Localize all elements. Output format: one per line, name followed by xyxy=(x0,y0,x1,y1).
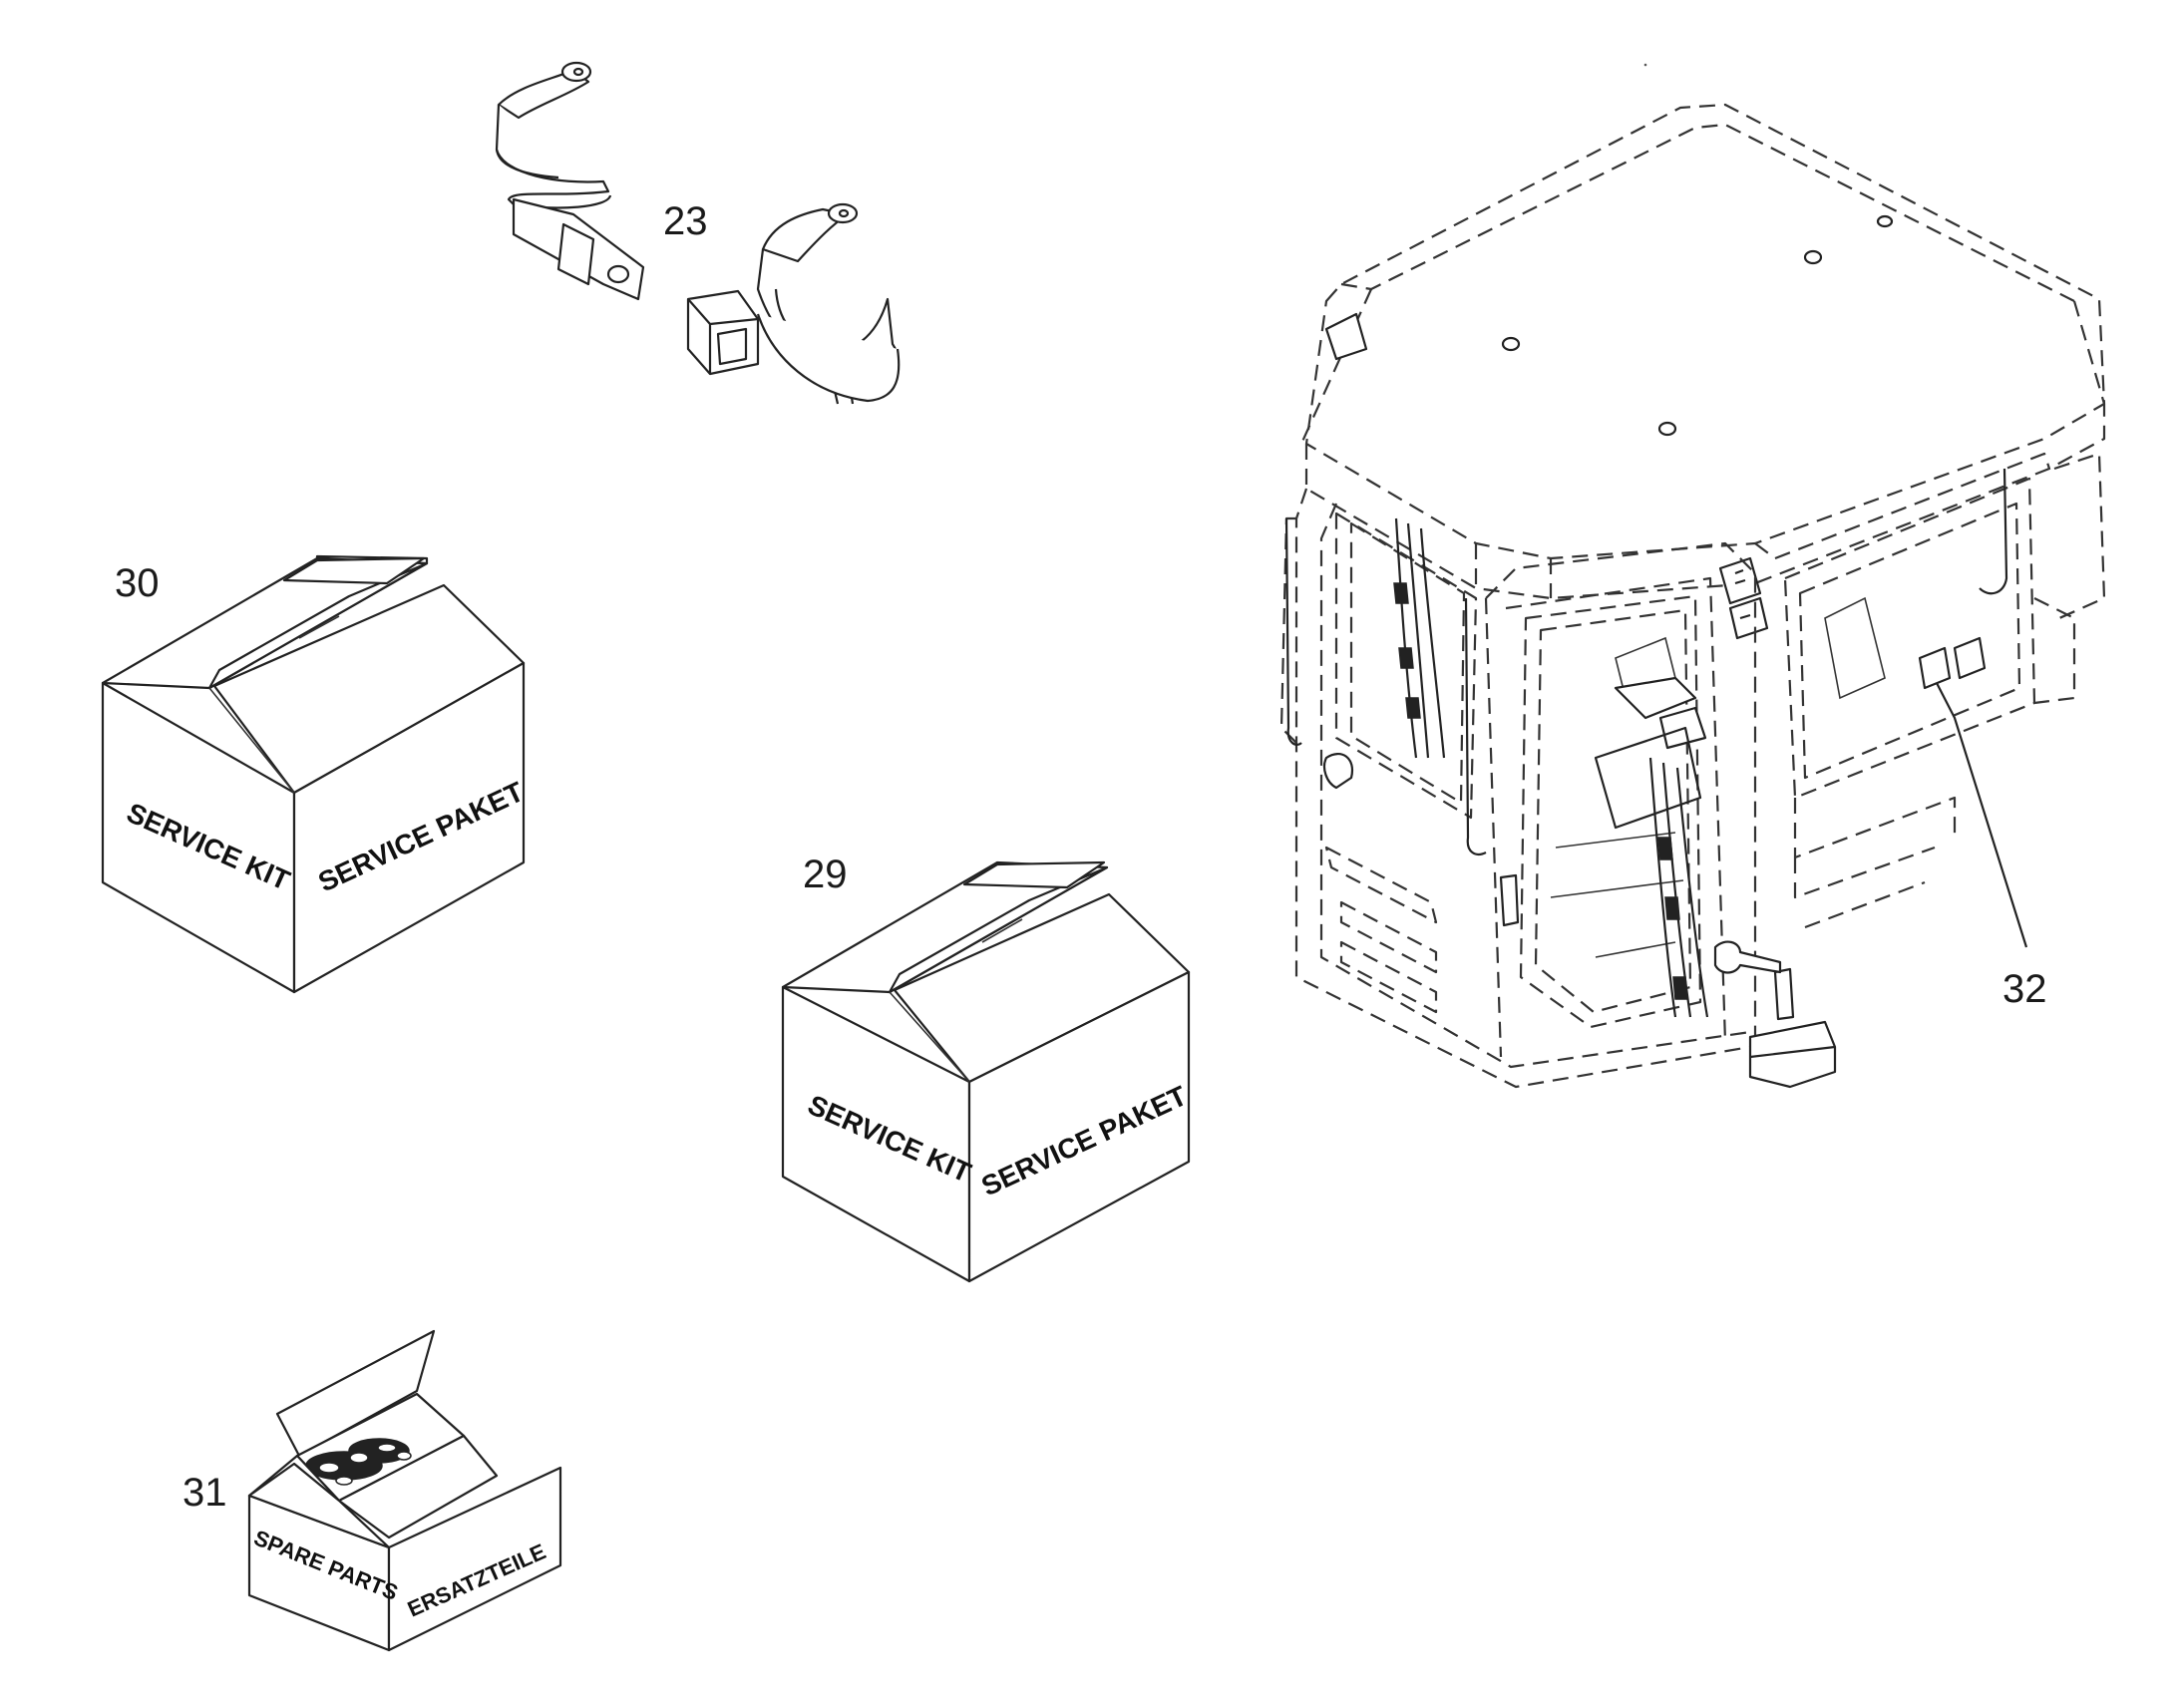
service-box-29 xyxy=(781,860,1191,1283)
leader-line-32 xyxy=(1936,682,2028,948)
callout-23: 23 xyxy=(663,199,708,243)
callout-32: 32 xyxy=(2002,967,2047,1011)
spare-parts-contents-icon xyxy=(305,1438,412,1486)
seat-belt-part xyxy=(495,61,901,405)
spare-parts-box-31 xyxy=(247,1329,562,1652)
speck xyxy=(1643,63,1647,67)
callout-29: 29 xyxy=(803,853,848,896)
service-box-30 xyxy=(101,554,526,994)
callout-30: 30 xyxy=(115,561,160,605)
operator-cab xyxy=(1279,103,2106,1089)
callout-31: 31 xyxy=(182,1471,227,1515)
